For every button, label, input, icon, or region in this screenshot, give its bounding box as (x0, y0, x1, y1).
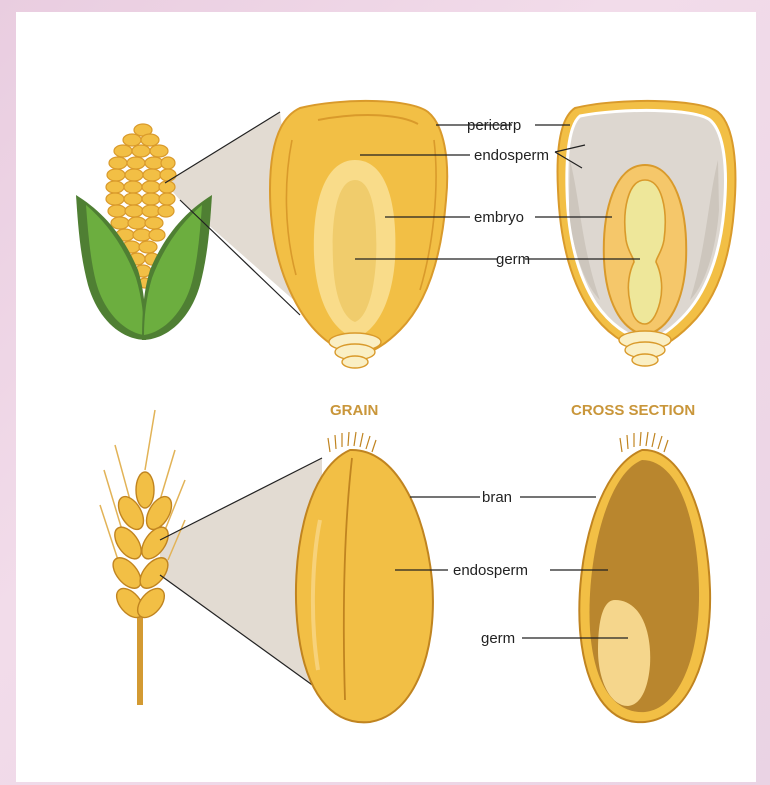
wheat-grain-body (296, 450, 433, 722)
label-bran: bran (482, 489, 512, 506)
corn-cs-embryo (625, 180, 665, 324)
label-germ-wheat: germ (481, 630, 515, 647)
label-endosperm-corn: endosperm (474, 147, 549, 164)
corn-grain-tip (329, 333, 381, 368)
label-embryo: embryo (474, 209, 524, 226)
heading-cross-section: CROSS SECTION (571, 402, 695, 419)
label-germ-corn: germ (496, 251, 530, 268)
corn-cob-icon (76, 124, 212, 340)
corn-grain (270, 101, 447, 368)
corn-cs-tip (619, 331, 671, 366)
heading-grain: GRAIN (330, 402, 378, 419)
wheat-cross-section (579, 432, 710, 722)
label-pericarp: pericarp (467, 117, 521, 134)
label-endosperm-wheat: endosperm (453, 562, 528, 579)
corn-cross-section (558, 101, 736, 366)
